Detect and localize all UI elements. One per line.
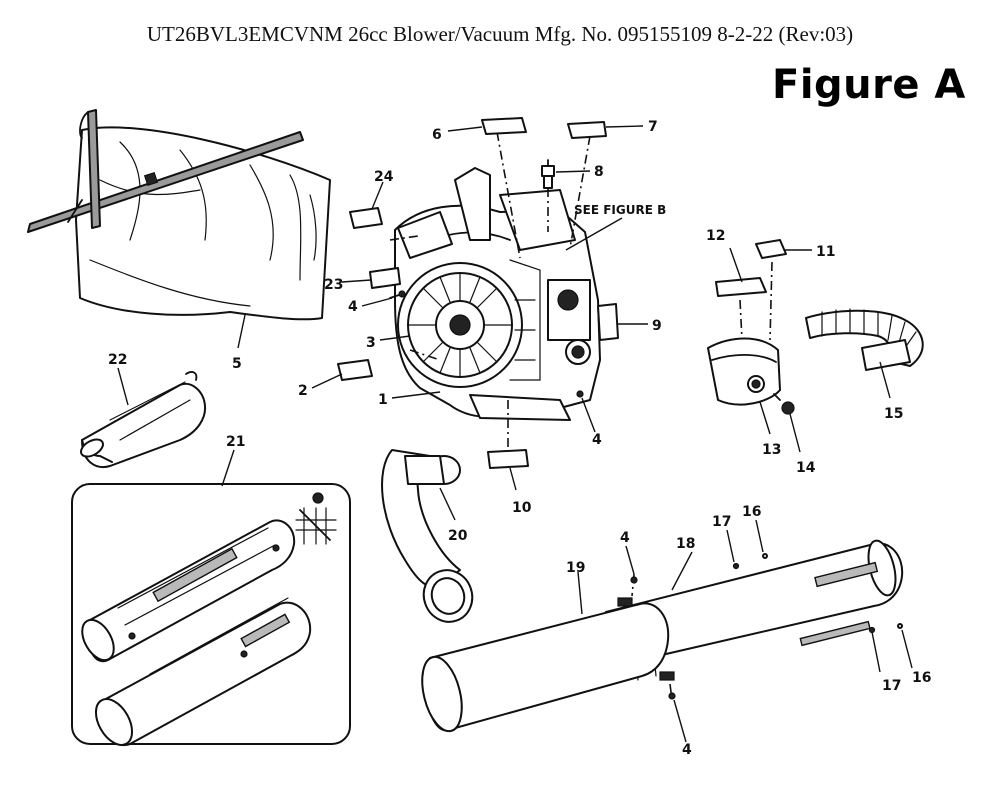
callout-numbers: 6 7 8 24 23 4 3 2 1 4 9 10 12 11 15 13 1… bbox=[108, 119, 931, 758]
blower-tubes bbox=[421, 539, 904, 733]
callout-9: 9 bbox=[652, 318, 662, 334]
callout-11: 11 bbox=[816, 244, 835, 260]
callout-17-b: 17 bbox=[882, 678, 901, 694]
collection-bag bbox=[27, 109, 331, 321]
callout-15: 15 bbox=[884, 406, 903, 422]
callout-16-b: 16 bbox=[912, 670, 931, 686]
knob-part-14 bbox=[773, 393, 795, 415]
callout-3: 3 bbox=[366, 335, 376, 351]
callout-4-d: 4 bbox=[682, 742, 692, 758]
callout-16-a: 16 bbox=[742, 504, 761, 520]
label-part-11 bbox=[755, 239, 787, 259]
callout-21: 21 bbox=[226, 434, 245, 450]
callout-23: 23 bbox=[324, 277, 343, 293]
callout-12: 12 bbox=[706, 228, 725, 244]
callout-8: 8 bbox=[594, 164, 604, 180]
tube-inset-box bbox=[71, 483, 351, 747]
callout-14: 14 bbox=[796, 460, 816, 476]
callout-20: 20 bbox=[448, 528, 468, 544]
callout-24: 24 bbox=[374, 169, 394, 185]
elbow-tube bbox=[381, 449, 474, 623]
label-part-6 bbox=[481, 117, 527, 135]
blower-housing bbox=[394, 167, 601, 421]
callout-6: 6 bbox=[432, 127, 442, 143]
callout-1: 1 bbox=[378, 392, 388, 408]
page-title: UT26BVL3EMCVNM 26cc Blower/Vacuum Mfg. N… bbox=[146, 22, 854, 46]
callout-4-b: 4 bbox=[592, 432, 602, 448]
callout-18: 18 bbox=[676, 536, 695, 552]
callout-5: 5 bbox=[232, 356, 242, 372]
figure-label: Figure A bbox=[772, 62, 966, 108]
callout-19: 19 bbox=[566, 560, 585, 576]
leader-lines bbox=[117, 125, 913, 743]
callout-17-a: 17 bbox=[712, 514, 731, 530]
see-figure-b-label: SEE FIGURE B bbox=[574, 203, 666, 217]
callout-22: 22 bbox=[108, 352, 127, 368]
corrugated-hose bbox=[805, 308, 924, 371]
spark-plug bbox=[541, 159, 555, 189]
callout-7: 7 bbox=[648, 119, 658, 135]
label-part-12 bbox=[715, 277, 767, 297]
callout-13: 13 bbox=[762, 442, 781, 458]
vacuum-nozzle bbox=[80, 371, 207, 468]
callout-10: 10 bbox=[512, 500, 532, 516]
callout-4-a: 4 bbox=[348, 299, 358, 315]
callout-4-c: 4 bbox=[620, 530, 630, 546]
label-part-7 bbox=[567, 121, 607, 139]
callout-2: 2 bbox=[298, 383, 308, 399]
throttle-cover bbox=[707, 337, 781, 406]
